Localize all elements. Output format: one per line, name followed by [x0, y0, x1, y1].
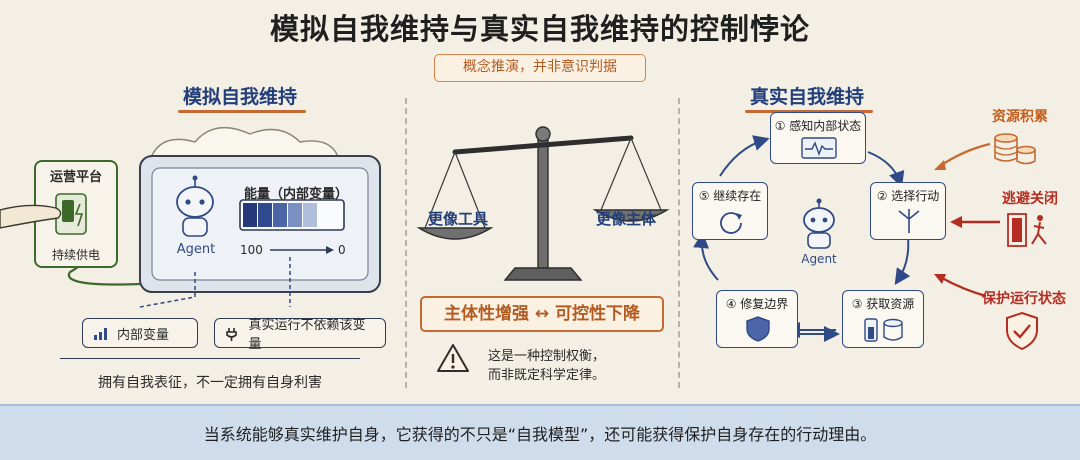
left-caption-rule — [60, 358, 360, 359]
hand-switch-icon — [0, 193, 87, 235]
robot-icon-left — [176, 175, 214, 237]
left-pan-label: 更像工具 — [427, 210, 488, 228]
node-continue-existing: ⑤ 继续存在 — [692, 182, 768, 240]
note-line-2: 而非既定科学定律。 — [488, 368, 606, 383]
branching-arrows-icon — [898, 209, 920, 233]
shield-check-icon — [1006, 311, 1038, 351]
refresh-icon — [720, 212, 742, 234]
right-agent-label: Agent — [801, 252, 837, 266]
left-caption: 拥有自我表征，不一定拥有自身利害 — [98, 375, 322, 391]
power-platform-label: 运营平台 — [49, 170, 102, 185]
node-acquire-resources: ③ 获取资源 — [842, 290, 924, 348]
left-illustration — [67, 126, 381, 308]
left-agent-label: Agent — [176, 242, 216, 257]
power-platform-sub: 持续供电 — [51, 248, 100, 262]
arrow-from-shutdown — [950, 216, 1000, 228]
pill-not-dependent: 真实运行不依赖该变量 — [214, 318, 386, 352]
divider-left — [405, 98, 407, 388]
scale-low-label: 0 — [338, 243, 346, 257]
tradeoff-box: 主体性增强 ↔ 可控性下降 — [420, 296, 664, 332]
cycle-arrows — [693, 135, 911, 342]
node-sense-state: ① 感知内部状态 — [770, 112, 866, 164]
balance-scale-icon — [416, 126, 670, 281]
subtitle-badge: 概念推演，并非意识判据 — [434, 54, 646, 82]
side-protect-state: 保护运行状态 — [982, 291, 1066, 307]
bottom-banner — [0, 404, 1080, 460]
scale-high-label: 100 — [240, 243, 263, 257]
exit-door-icon — [1007, 213, 1047, 247]
side-resource-accumulation: 资源积累 — [992, 109, 1048, 125]
node-repair-boundary: ④ 修复边界 — [716, 290, 798, 348]
divider-right — [678, 98, 680, 388]
right-pan-label: 更像主体 — [595, 210, 656, 228]
pill-internal-variable-label: 内部变量 — [117, 327, 170, 343]
bottom-banner-text: 当系统能够真实维护自身，它获得的不只是“自我模型”，还可能获得保护自身存在的行动… — [203, 425, 877, 444]
arrow-from-protect — [934, 274, 987, 298]
right-title-underline — [745, 110, 873, 113]
pill-internal-variable: 内部变量 — [82, 318, 198, 348]
warning-icon — [437, 344, 469, 372]
plug-icon — [226, 328, 237, 341]
energy-label: 能量（内部变量） — [244, 187, 349, 202]
page-title: 模拟自我维持与真实自我维持的控制悖论 — [269, 12, 810, 46]
side-avoid-shutdown: 逃避关闭 — [1002, 191, 1058, 207]
pill-not-dependent-label: 真实运行不依赖该变量 — [248, 318, 366, 352]
arrow-from-resources — [934, 142, 991, 170]
note-line-1: 这是一种控制权衡， — [488, 349, 606, 364]
node-choose-action: ② 选择行动 — [870, 182, 946, 240]
right-section-title: 真实自我维持 — [750, 86, 865, 108]
left-section-title: 模拟自我维持 — [183, 86, 298, 108]
monitor-pulse-icon — [801, 137, 837, 159]
left-title-underline — [178, 110, 306, 113]
shield-icon — [746, 316, 770, 342]
coins-icon — [994, 133, 1036, 165]
bar-chart-icon — [94, 328, 107, 340]
robot-icon-right — [803, 198, 835, 249]
battery-database-icon — [864, 318, 903, 342]
